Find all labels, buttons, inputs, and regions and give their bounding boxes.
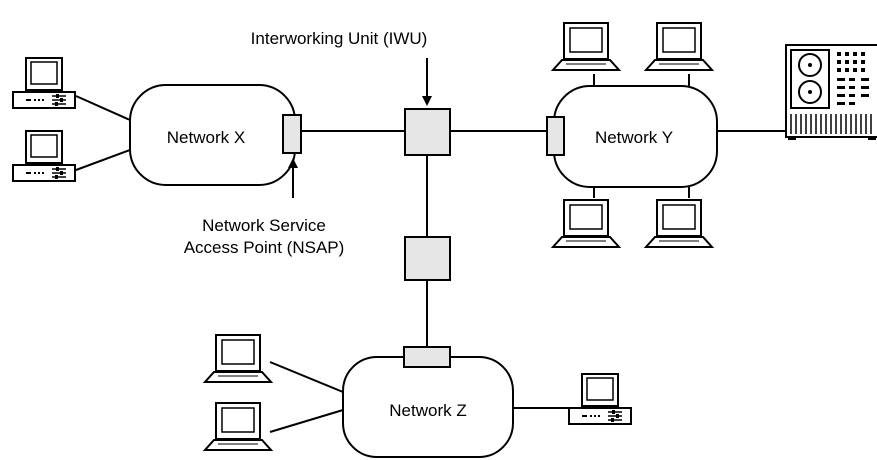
desktop-computer-icon xyxy=(12,57,76,109)
iwu-label: Interworking Unit (IWU) xyxy=(251,29,428,48)
connection-lines xyxy=(75,74,785,433)
iwu-box-middle xyxy=(404,236,451,281)
network-z-label: Network Z xyxy=(389,401,466,420)
network-z: Network Z xyxy=(342,356,514,458)
iwu-box-main xyxy=(404,108,451,156)
nsap-network-y xyxy=(546,116,565,156)
network-y: Network Y xyxy=(553,85,718,188)
laptop-terminal-icon xyxy=(645,199,713,248)
network-y-label: Network Y xyxy=(595,128,673,147)
server-cabinet-icon xyxy=(785,44,877,141)
link-laptop-z1-to-z xyxy=(269,361,344,393)
laptop-terminal-icon xyxy=(552,199,620,248)
laptop-terminal-icon xyxy=(204,402,272,451)
desktop-computer-icon xyxy=(568,373,632,425)
laptop-terminal-icon xyxy=(204,334,272,383)
laptop-terminal-icon xyxy=(552,22,620,71)
iwu-annotation: Interworking Unit (IWU) xyxy=(251,29,432,106)
iwu-boxes xyxy=(404,108,451,281)
desktop-computer-icon xyxy=(12,130,76,182)
nsap-boxes xyxy=(282,114,565,368)
network-x: Network X xyxy=(129,84,296,186)
link-desktop1-to-x xyxy=(75,95,131,121)
network-x-label: Network X xyxy=(167,128,245,147)
nsap-annotation: Network Service Access Point (NSAP) xyxy=(184,158,345,257)
laptop-terminal-icon xyxy=(645,22,713,71)
link-laptop-z2-to-z xyxy=(269,409,344,433)
nsap-network-z xyxy=(403,346,451,368)
link-desktop2-to-x xyxy=(75,149,131,171)
nsap-network-x xyxy=(282,114,302,154)
nsap-label-line1: Network Service xyxy=(202,216,326,235)
nsap-label-line2: Access Point (NSAP) xyxy=(184,238,345,257)
